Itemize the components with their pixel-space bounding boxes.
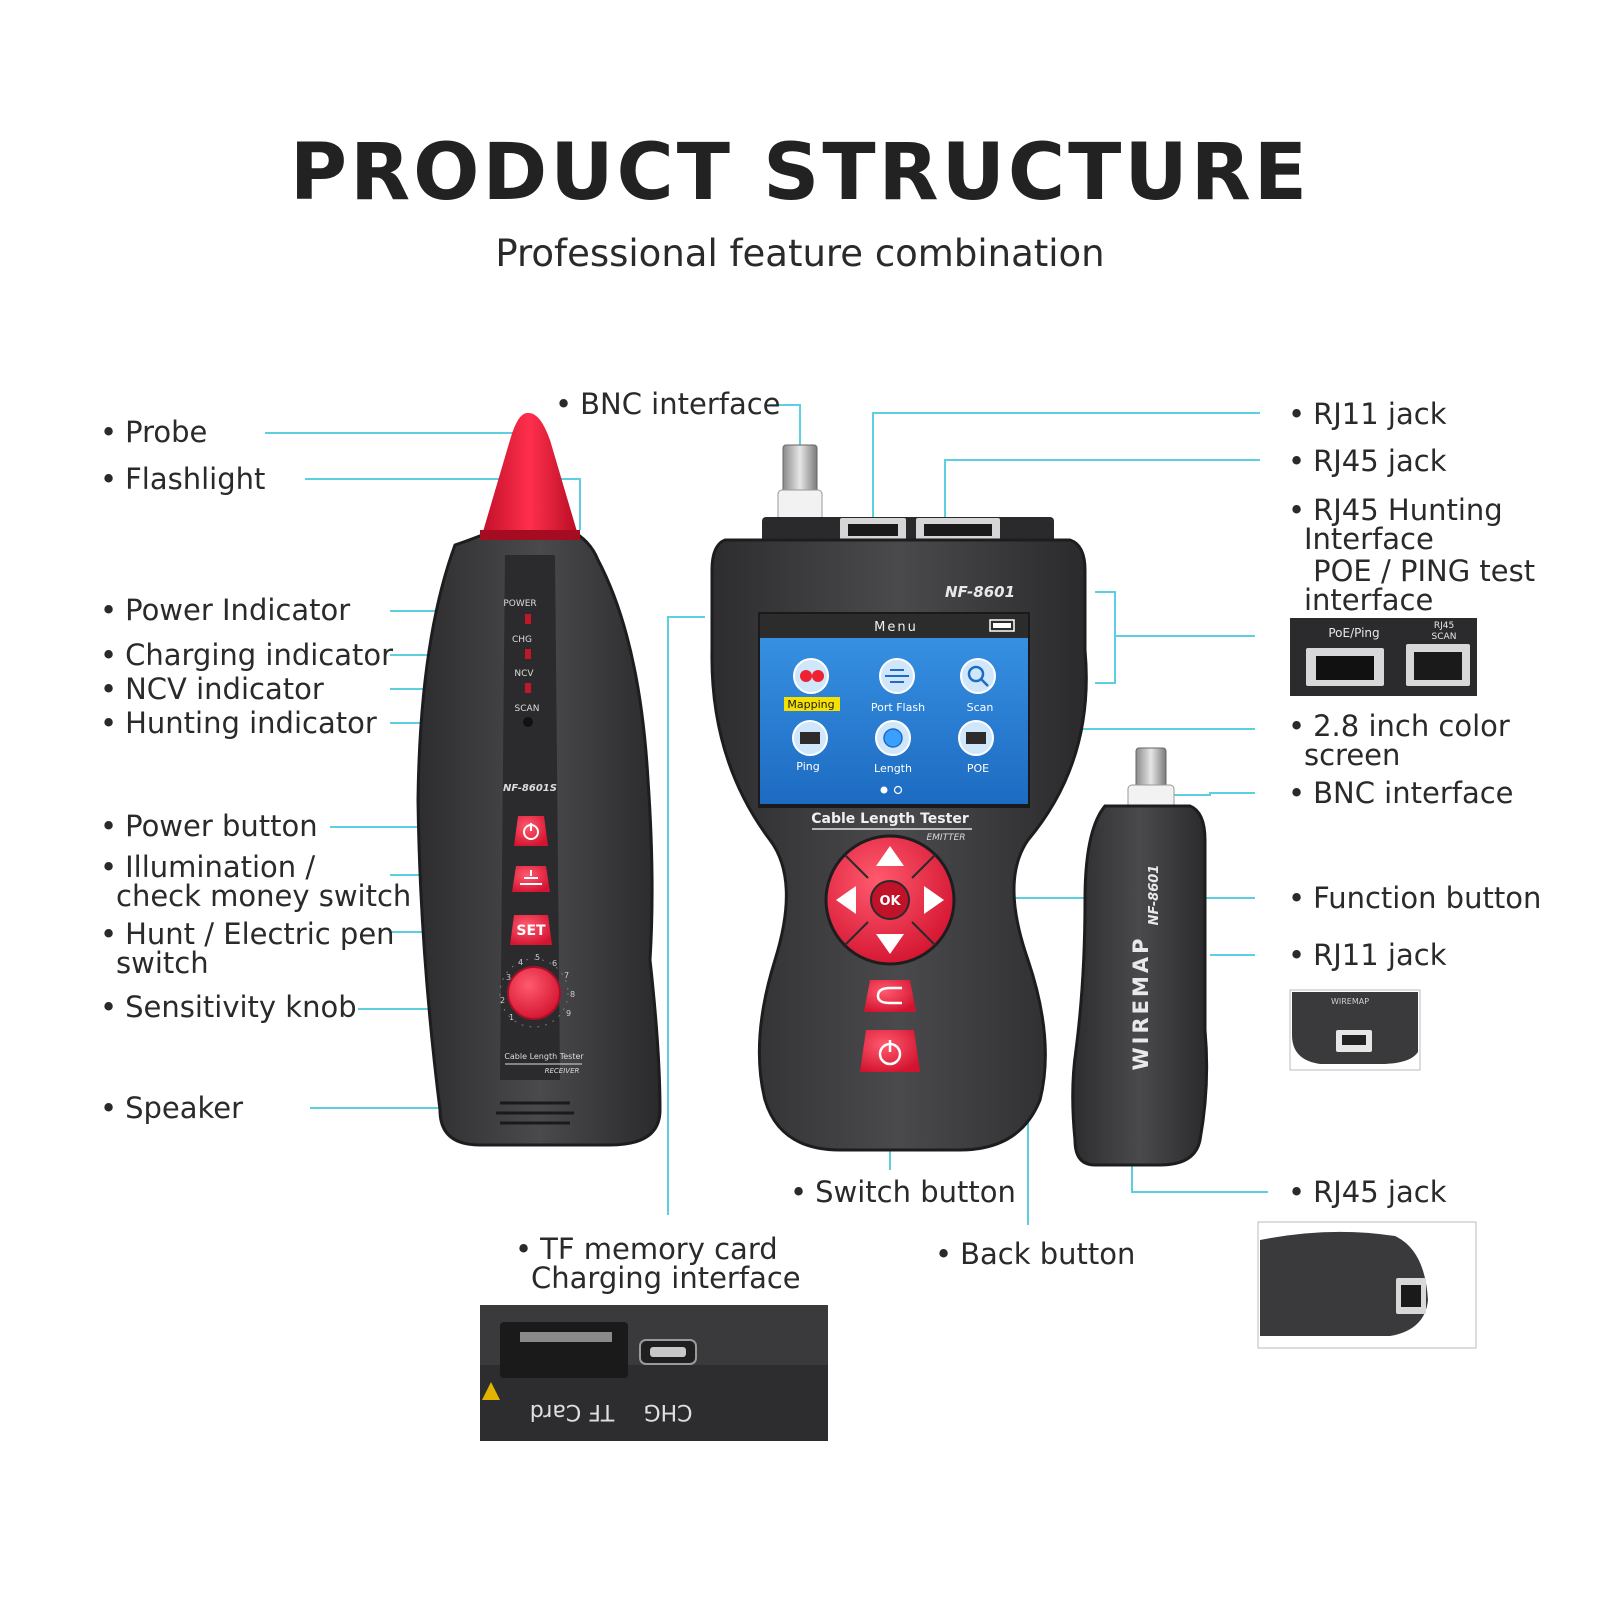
back-button-shape [864,980,916,1012]
sensitivity-knob [507,966,561,1020]
receiver-model: NF-8601S [503,783,557,794]
knob-digit: 9 [566,1009,571,1018]
menu-item-mapping: Mapping [787,698,834,711]
mapping-highlight [784,697,840,711]
label-bnc-top: •BNC interface [555,387,781,421]
label-power-button: •Power button [100,809,318,843]
inset-rj11: WIREMAP [1289,989,1421,1071]
remote-model: NF-8601 [1147,865,1162,926]
inset-rj45 [1257,1221,1477,1349]
probe-tip [482,412,578,535]
scan-icon [960,658,996,694]
remote-device [1071,747,1209,1167]
emitter-brand: Cable Length Tester [811,811,969,827]
page-subtitle: Professional feature combination [495,232,1105,275]
screen-menu-icons [792,658,996,756]
knob-digit: 2 [500,996,505,1005]
knob-digit: 6 [552,959,557,968]
label-switch-button: •Switch button [790,1175,1016,1209]
label-rj11-right: •RJ11 jack [1288,938,1447,972]
emitter-text: NF-8601 Menu Mapping Port Flash Scan Pin… [787,583,1015,909]
led-label-power: POWER [503,599,536,609]
label-illumination: •Illumination /check money switch [100,850,412,913]
label-rj11-top: •RJ11 jack [1288,397,1447,431]
label-rj45-right: •RJ45 jack [1288,1175,1447,1209]
page-dot-active [880,786,888,794]
menu-item-length: Length [874,762,912,775]
inset-tf-card: TF Card CHG [480,1305,828,1441]
emitter-sub: EMITTER [926,833,965,843]
menu-item-ping: Ping [796,760,819,773]
knob-digit: 1 [509,1013,514,1022]
label-charging-indicator: •Charging indicator [100,638,394,672]
bnc-connector-remote [1135,747,1167,791]
page-title: PRODUCT STRUCTURE [289,128,1311,218]
remote-text: NF-8601 WIREMAP [1129,865,1162,1071]
menu-item-scan: Scan [967,701,994,714]
knob-digits: 1 2 3 4 5 6 7 8 9 [500,953,575,1022]
led-label-scan: SCAN [515,704,540,714]
back-icon [876,986,902,1005]
label-speaker: •Speaker [100,1091,244,1125]
speaker-grille [496,1101,574,1125]
label-ncv-indicator: •NCV indicator [100,672,324,706]
label-power-indicator: •Power Indicator [100,593,351,627]
label-back-button: •Back button [935,1237,1136,1271]
ok-button [870,880,910,920]
knob-digit: 5 [535,953,540,962]
ncv-indicator-led [525,683,531,693]
charging-indicator-led [525,649,531,659]
label-bnc-right: •BNC interface [1288,776,1514,810]
up-arrow-icon [876,846,904,866]
down-arrow-icon [876,934,904,954]
inset-poe-label: PoE/Ping [1328,626,1379,640]
emitter-model: NF-8601 [945,583,1015,601]
led-label-ncv: NCV [514,669,534,679]
inset-rj45-label: RJ45 [1434,621,1454,631]
label-function-button: •Function button [1288,881,1542,915]
ok-label: OK [879,894,901,909]
menu-item-poe: POE [967,762,989,775]
screen-title: Menu [874,620,918,635]
tf-slot [500,1322,628,1378]
label-flashlight: •Flashlight [100,462,266,496]
power-indicator-led [525,614,531,624]
light-icon [520,870,542,885]
inset-scan-label: SCAN [1432,632,1457,642]
emitter-device [710,444,1088,1152]
label-hunting-indicator: •Hunting indicator [100,706,377,740]
label-sensitivity-knob: •Sensitivity knob [100,990,357,1024]
hunting-indicator-led [523,717,533,727]
knob-digit: 4 [518,958,523,967]
bnc-connector-top [782,444,818,494]
page-dot [893,785,903,795]
label-probe: •Probe [100,415,208,449]
inset-poe-ping: PoE/Ping RJ45 SCAN [1290,618,1477,696]
remote-wiremap: WIREMAP [1129,935,1153,1070]
knob-digit: 7 [564,971,569,980]
battery-icon [989,619,1015,632]
set-label: SET [516,923,546,939]
left-arrow-icon [836,886,856,914]
receiver-device [416,412,662,1147]
label-rj45-top: •RJ45 jack [1288,444,1447,478]
menu-item-port-flash: Port Flash [871,701,925,714]
receiver-brand: Cable Length Tester [504,1052,584,1061]
right-arrow-icon [924,886,944,914]
knob-digit: 3 [506,973,511,982]
receiver-text: POWER CHG NCV SCAN NF-8601S SET Cable Le… [503,599,584,1075]
tf-card-label: TF Card [530,1399,616,1424]
set-button-shape [510,915,552,945]
knob-digit: 8 [570,990,575,999]
inset-wiremap-label: WIREMAP [1331,997,1369,1006]
led-label-chg: CHG [512,635,532,645]
receiver-sub: RECEIVER [545,1067,580,1075]
chg-label: CHG [644,1399,693,1424]
